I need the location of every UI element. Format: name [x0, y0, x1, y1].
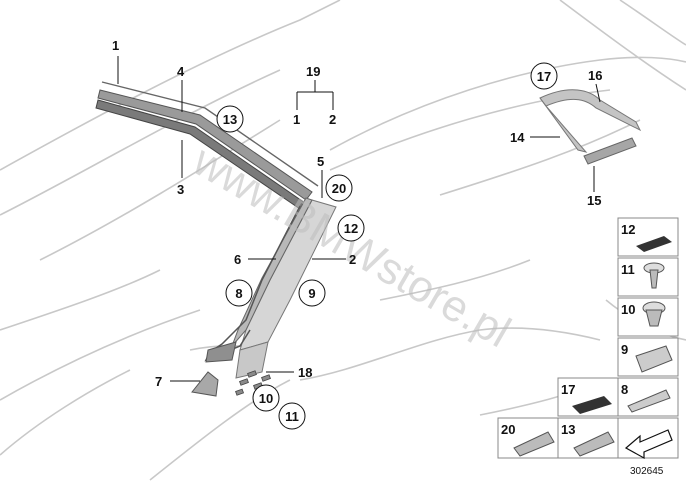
circled-callout-8: 8 — [225, 279, 253, 307]
forward-arrow-icon — [624, 429, 673, 460]
callout-5: 5 — [317, 154, 324, 169]
svg-text:11: 11 — [285, 409, 299, 424]
callout-18: 18 — [298, 365, 312, 380]
a-pillar-trim — [204, 197, 337, 379]
svg-text:10: 10 — [259, 391, 273, 406]
legend-tile-13: 13 — [557, 417, 619, 459]
svg-text:8: 8 — [235, 286, 242, 301]
quarter-window-trim — [539, 89, 642, 165]
svg-text:10: 10 — [621, 302, 635, 317]
svg-text:13: 13 — [561, 422, 575, 437]
callout-19-2: 2 — [329, 112, 336, 127]
svg-text:17: 17 — [561, 382, 575, 397]
circled-callout-9: 9 — [298, 279, 326, 307]
watermark-text: www.BMWstore.pl — [184, 136, 518, 357]
svg-text:9: 9 — [621, 342, 628, 357]
callout-15: 15 — [587, 193, 601, 208]
circled-callout-10: 10 — [252, 384, 280, 412]
callout-19-1: 1 — [293, 112, 300, 127]
svg-text:20: 20 — [332, 181, 346, 196]
svg-text:8: 8 — [621, 382, 628, 397]
circled-callout-13: 13 — [216, 105, 244, 133]
circled-callout-17: 17 — [530, 62, 558, 90]
legend-tile-8: 8 — [617, 377, 679, 417]
svg-text:17: 17 — [537, 69, 551, 84]
callout-19: 19 — [306, 64, 320, 79]
legend-tile-20: 20 — [497, 417, 559, 459]
svg-text:9: 9 — [308, 286, 315, 301]
legend-tile-12: 12 — [617, 217, 679, 257]
small-clips — [235, 370, 271, 396]
circled-callout-12: 12 — [337, 214, 365, 242]
legend-tile-9: 9 — [617, 337, 679, 377]
callout-6: 6 — [234, 252, 241, 267]
bracket-part — [191, 371, 219, 397]
callout-3: 3 — [177, 182, 184, 197]
legend-tile-17: 17 — [557, 377, 619, 417]
legend-tile-11: 11 — [617, 257, 679, 297]
callout-16: 16 — [588, 68, 602, 83]
image-number: 302645 — [630, 466, 664, 477]
parts-legend-grid: 12 11 10 9 17 8 — [497, 217, 679, 460]
callout-2: 2 — [349, 252, 356, 267]
leader-lines — [117, 56, 601, 382]
svg-text:20: 20 — [501, 422, 515, 437]
svg-text:11: 11 — [621, 262, 635, 277]
circled-callout-20: 20 — [325, 174, 353, 202]
callout-14: 14 — [510, 130, 525, 145]
svg-text:12: 12 — [344, 221, 358, 236]
legend-tile-10: 10 — [617, 297, 679, 337]
circled-callout-11: 11 — [278, 402, 306, 430]
svg-text:13: 13 — [223, 112, 237, 127]
legend-tile-arrow — [617, 417, 679, 460]
callout-1: 1 — [112, 38, 119, 53]
callout-4: 4 — [177, 64, 185, 79]
svg-text:12: 12 — [621, 222, 635, 237]
callout-7: 7 — [155, 374, 162, 389]
